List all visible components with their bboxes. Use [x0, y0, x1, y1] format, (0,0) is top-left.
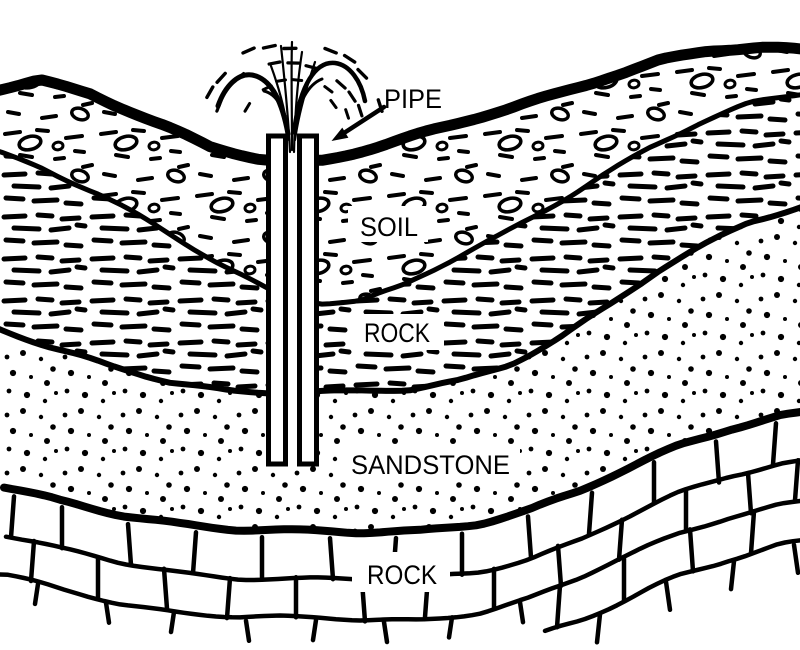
- lower-rock-brick-layer: [0, 421, 800, 645]
- layer-boundary-lines: [0, 41, 800, 538]
- pipe-annotation-arrow: [331, 104, 387, 141]
- soil-label-clearing: [348, 206, 428, 242]
- rock-upper-label-clearing: [352, 314, 444, 350]
- pipe-right-wall: [297, 133, 319, 467]
- soil-rock-boundary: [0, 92, 800, 307]
- sandstone-brick-boundary: [0, 408, 800, 538]
- sandstone-label-clearing: [338, 446, 520, 482]
- rock-sandstone-boundary: [0, 204, 800, 397]
- pipe-label: PIPE: [384, 84, 442, 114]
- sky-fill: [0, 0, 800, 161]
- well-pipe: [266, 133, 319, 467]
- pipe-arrow-head: [331, 127, 349, 141]
- rock-lower-label-clearing: [352, 552, 450, 592]
- rock-lower-label: ROCK: [367, 560, 437, 590]
- rock-upper-label: ROCK: [364, 318, 430, 348]
- pipe-arrow-shaft: [341, 104, 387, 136]
- ground-surface-line: [0, 41, 800, 166]
- soil-label: SOIL: [360, 212, 418, 242]
- sandstone-label: SANDSTONE: [351, 450, 510, 480]
- layer-labels: PIPE SOIL ROCK SANDSTONE ROCK: [338, 84, 520, 592]
- pipe-left-wall: [266, 133, 288, 467]
- water-fountain: [205, 40, 384, 154]
